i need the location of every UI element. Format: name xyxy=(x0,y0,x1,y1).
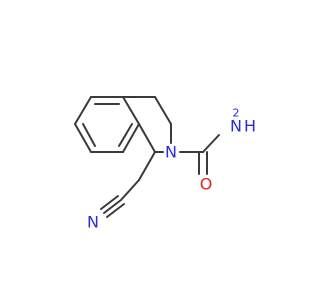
amide-hydrogen-label: H xyxy=(244,117,256,136)
carbonyl-oxygen-label: O xyxy=(200,175,213,194)
bond-triple-c xyxy=(106,203,125,218)
bond-arom-6 xyxy=(74,96,92,125)
bond-ring-c3-n xyxy=(154,96,172,125)
amide-hydrogen-subscript: 2 xyxy=(233,107,240,120)
bond-arom-5 xyxy=(74,123,92,153)
bond-triple-b xyxy=(100,195,119,210)
bond-arom-2 xyxy=(122,96,140,125)
bond-carbonyl-nh2 xyxy=(202,134,220,153)
molecule-canvas: N H 2 N O N xyxy=(74,96,257,232)
amide-nitrogen-label: N xyxy=(230,117,242,136)
bonds xyxy=(74,96,220,218)
molecule-structure: N H 2 N O N xyxy=(74,96,256,232)
bond-arom-double-2 xyxy=(118,123,133,147)
bond-ch2-cn xyxy=(120,179,140,201)
bond-arom-3 xyxy=(122,123,140,153)
bond-c1-ch2 xyxy=(138,151,156,181)
bond-arom-double-3 xyxy=(82,123,96,147)
bond-ring-c1-c8a xyxy=(138,123,156,153)
bond-triple-a xyxy=(103,199,122,214)
ring-nitrogen-label: N xyxy=(165,143,177,162)
nitrile-nitrogen-label: N xyxy=(87,213,99,232)
atom-labels: N H 2 N O N xyxy=(87,107,256,232)
